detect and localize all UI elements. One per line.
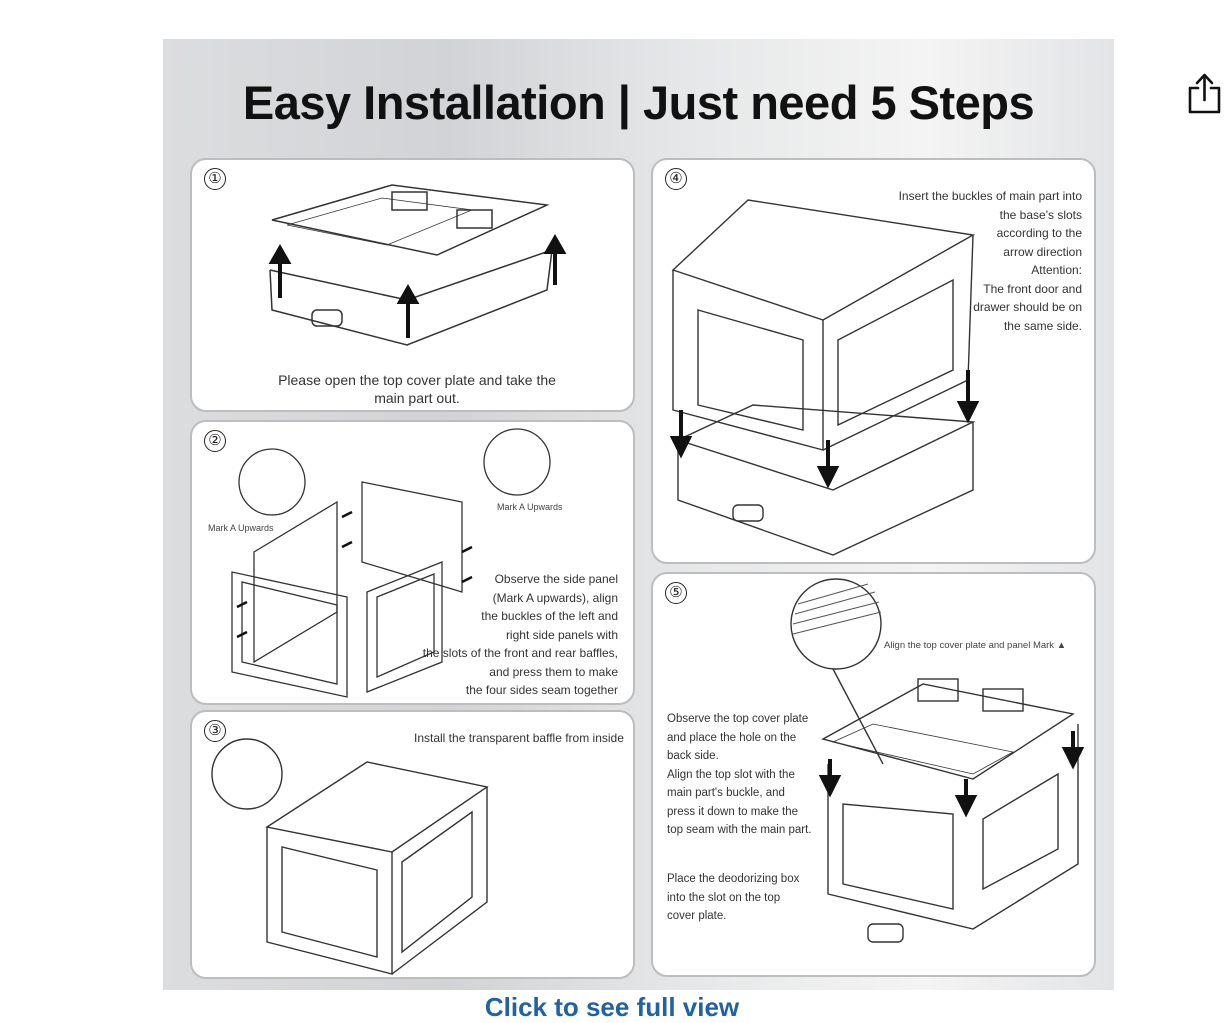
text-line: the slots of the front and rear baffles, [422, 646, 618, 660]
text-line: Insert the buckles of main part into [898, 189, 1082, 203]
frame-illustration [211, 738, 489, 975]
text-line: arrow direction [1003, 244, 1082, 259]
text-line: the buckles of the left and [481, 609, 618, 623]
full-view-link[interactable]: Click to see full view [484, 992, 740, 1022]
text-line: right side panels with [505, 627, 618, 642]
step-3-panel: ③ Install the transparent baffle from in… [190, 710, 635, 979]
step-2-text: Observe the side panel (Mark A upwards),… [423, 570, 618, 700]
step-1-panel: ① Please open the top cover plate and ta… [190, 158, 635, 412]
text-line: main part's buckle, and [667, 787, 785, 799]
text-line: The front door and [983, 281, 1082, 296]
text-line: (Mark A upwards), align [492, 590, 618, 605]
text-line: press it down to make the [667, 805, 799, 818]
text-line: Place the deodorizing box [667, 873, 800, 885]
text-line: according to the [996, 226, 1082, 240]
text-line: into the slot on the top [667, 891, 781, 904]
share-button[interactable] [1186, 72, 1222, 116]
text-line: cover plate. [667, 910, 727, 922]
callout-right: Mark A Upwards [497, 502, 563, 512]
image-title: Easy Installation | Just need 5 Steps [242, 76, 1035, 129]
text-line: Align the top slot with the [667, 768, 795, 781]
text-line: top seam with the main part. [667, 824, 812, 836]
text-line: the same side. [1003, 318, 1082, 333]
step-5-panel: ⑤ Align the top cover plate and panel Ma… [651, 572, 1096, 977]
share-icon [1188, 73, 1221, 114]
step-5-callout: Align the top cover plate and panel Mark… [884, 640, 1067, 651]
step-2-panel: ② Mark A Upwards Mark A Upwards Observe … [190, 420, 635, 705]
text-line: drawer should be on [973, 300, 1082, 314]
step-3-text: Install the transparent baffle from insi… [414, 731, 624, 745]
text-line: the base's slots [999, 207, 1082, 222]
top-cover-assembly-illustration [790, 578, 1085, 943]
step-number: ④ [665, 168, 687, 190]
side-panels-illustration [231, 428, 551, 698]
text-line: and place the hole on the [667, 731, 797, 744]
text-line: Attention: [1031, 263, 1082, 277]
step-5-text: Observe the top cover plate and place th… [667, 710, 811, 840]
step-4-text: Insert the buckles of main part into the… [899, 187, 1082, 335]
step-number: ② [204, 430, 226, 452]
text-line: and press them to make [489, 664, 618, 679]
step-number: ⑤ [665, 582, 687, 604]
step-number: ③ [204, 720, 226, 742]
product-image[interactable]: Easy Installation | Just need 5 Steps ① … [163, 39, 1114, 990]
step-1-text: Please open the top cover plate and take… [278, 372, 556, 406]
text-line: Observe the top cover plate [667, 713, 809, 725]
callout-left: Mark A Upwards [208, 523, 274, 533]
step-number: ① [204, 168, 226, 190]
text-line: Observe the side panel [494, 572, 618, 586]
box-base-illustration [669, 199, 980, 556]
text-line: back side. [667, 750, 719, 762]
step-5-text-2: Place the deodorizing box into the slot … [667, 870, 799, 926]
text-line: the four sides seam together [465, 683, 618, 697]
top-cover-illustration [268, 184, 567, 346]
step-4-panel: ④ Insert the buckles of main part into t… [651, 158, 1096, 564]
